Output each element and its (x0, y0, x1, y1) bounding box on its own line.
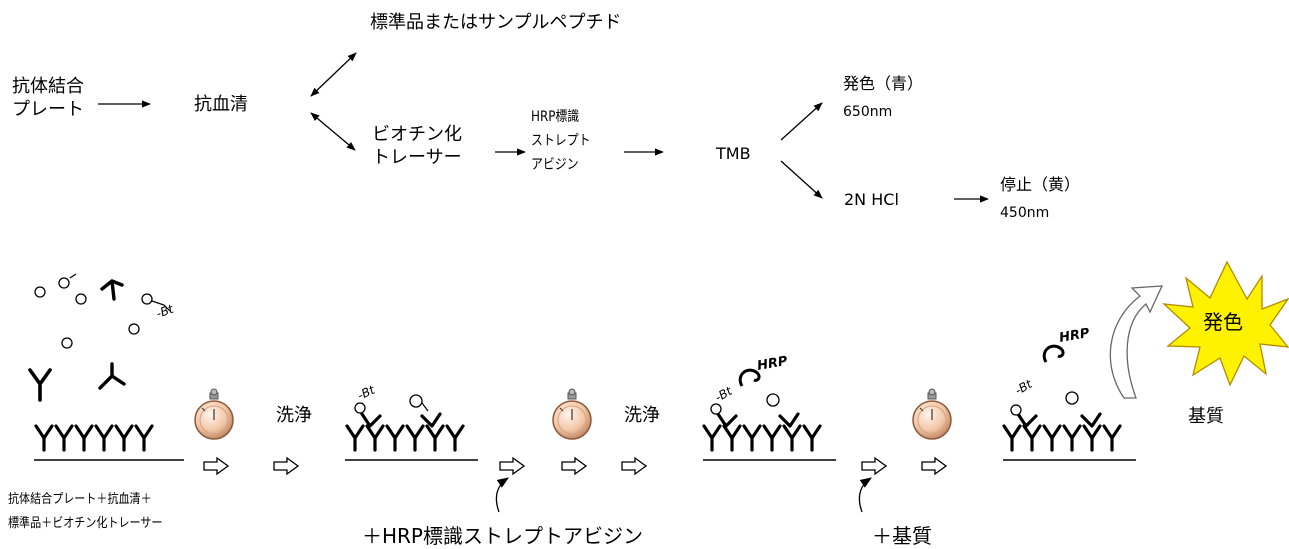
stopwatch-icon-1 (194, 388, 234, 440)
color-burst (1162, 260, 1289, 387)
arrow-tmb-to-blue (780, 102, 823, 141)
mix-label: 抗体結合プレート＋抗血清＋ 標準品＋ビオチン化トレーサー (8, 492, 163, 532)
add-substrate-label: ＋基質 (872, 524, 932, 548)
stage3-hrp-bound (702, 368, 836, 461)
color-blue-label: 発色（青） (843, 74, 924, 93)
arrow-to-standard (310, 52, 357, 97)
hrp-streptavidin-label: HRP標識 ストレプト アビジン (531, 109, 591, 173)
plate-antibodies-1 (34, 424, 184, 461)
hollow-arrow-3 (499, 457, 525, 475)
hrp-label-3: HRP (756, 354, 789, 374)
bt-label-4: -Bt (1013, 376, 1036, 397)
color-development-label: 発色 (1203, 310, 1243, 334)
stop-yellow-label: 停止（黄） (1000, 175, 1081, 194)
hollow-arrow-4 (561, 457, 587, 475)
hcl-label: 2N HCl (844, 190, 899, 209)
hollow-arrow-5 (621, 457, 647, 475)
arrow-to-tracer (310, 112, 356, 151)
substrate-curved-arrow (1109, 285, 1164, 399)
substrate-label: 基質 (1188, 406, 1224, 427)
bt-label-1: -Bt (154, 301, 176, 321)
wavelength-450-label: 450nm (1000, 205, 1050, 221)
standard-or-sample-label: 標準品またはサンプルペプチド (370, 12, 622, 33)
hollow-arrow-6 (861, 457, 887, 475)
stage4-color-development (1002, 344, 1136, 461)
plate-label: 抗体結合 プレート (12, 76, 84, 120)
hollow-arrow-2 (273, 457, 299, 475)
hrp-label-4: HRP (1058, 326, 1091, 346)
antiserum-label: 抗血清 (194, 94, 248, 115)
arrow-tmb-to-hcl (780, 160, 823, 199)
hollow-arrow-1 (203, 457, 229, 475)
wash-label-1: 洗浄 (276, 405, 312, 426)
tracer-label: ビオチン化 トレーサー (372, 124, 462, 168)
add-pointer-arrow-1 (495, 477, 509, 513)
stage2-bound (345, 394, 478, 461)
stage1-free-molecules (28, 273, 171, 402)
add-pointer-arrow-2 (858, 477, 872, 513)
stopwatch-icon-3 (912, 388, 952, 440)
stopwatch-icon-2 (552, 388, 592, 440)
bt-label-2: -Bt (355, 382, 378, 403)
wavelength-650-label: 650nm (843, 104, 893, 120)
bt-label-3: -Bt (713, 383, 736, 404)
tmb-label: TMB (716, 144, 751, 163)
add-hrp-label: ＋HRP標識ストレプトアビジン (362, 524, 643, 548)
wash-label-2: 洗浄 (624, 405, 660, 426)
hollow-arrow-7 (921, 457, 947, 475)
